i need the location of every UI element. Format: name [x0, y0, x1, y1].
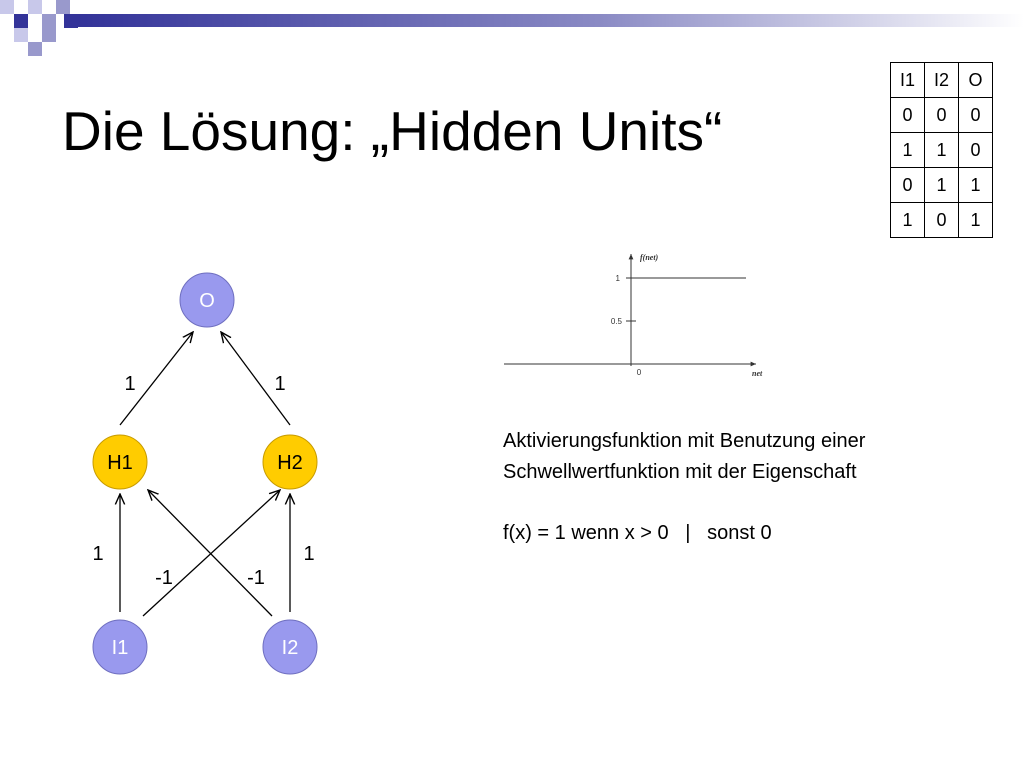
weight-label: 1: [92, 543, 103, 565]
x-axis-label: net: [752, 369, 763, 378]
node-label: H2: [277, 452, 303, 474]
node-label: H1: [107, 452, 133, 474]
node-label: I2: [282, 637, 299, 659]
node-label: I1: [112, 637, 129, 659]
decoration-square: [42, 28, 56, 42]
decoration-square: [28, 0, 42, 14]
description-line: Schwellwertfunktion mit der Eigenschaft: [503, 461, 857, 483]
table-cell: 1: [924, 132, 959, 168]
edge-h1-o: [119, 332, 193, 426]
weight-label: -1: [247, 567, 265, 589]
table-cell: 0: [924, 97, 959, 133]
table-cell: 0: [924, 202, 959, 238]
node-hidden-1: H1: [92, 434, 148, 490]
weight-label: -1: [155, 567, 173, 589]
table-header-cell: O: [958, 62, 993, 98]
y-axis-label: f(net): [640, 253, 659, 262]
decoration-square: [56, 0, 70, 14]
decoration-square: [64, 14, 78, 28]
decoration-square: [14, 28, 28, 42]
weight-label: 1: [303, 543, 314, 565]
table-cell: 1: [890, 132, 925, 168]
formula: f(x) = 1 wenn x > 0 | sonst 0: [503, 522, 772, 544]
table-cell: 0: [958, 132, 993, 168]
table-cell: 1: [890, 202, 925, 238]
table-cell: 1: [958, 167, 993, 203]
table-row: 1 0 1: [890, 202, 993, 238]
decoration-bar: [78, 14, 1024, 27]
table-cell: 0: [890, 97, 925, 133]
decoration-square: [0, 0, 14, 14]
table-cell: 1: [924, 167, 959, 203]
weight-label: 1: [274, 373, 285, 395]
node-input-1: I1: [92, 619, 148, 675]
decoration-square: [28, 42, 42, 56]
node-label: O: [199, 290, 215, 312]
edge-i2-h1: [148, 490, 273, 617]
truth-table: I1 I2 O 0 0 0 1 1 0 0 1 1 1 0 1: [890, 62, 993, 238]
node-output: O: [179, 272, 235, 328]
edge-h2-o: [221, 332, 291, 426]
weight-label: 1: [124, 373, 135, 395]
table-row: 0 0 0: [890, 97, 993, 133]
table-header-row: I1 I2 O: [890, 62, 993, 98]
table-cell: 0: [958, 97, 993, 133]
tick-label: 0: [637, 368, 642, 377]
table-cell: 1: [958, 202, 993, 238]
decoration-square: [14, 14, 28, 28]
tick-label: 0.5: [611, 317, 623, 326]
slide-decoration: [0, 0, 1024, 56]
page-title: Die Lösung: „Hidden Units“: [62, 100, 723, 162]
step-function-plot: f(net) net 1 0.5 0: [504, 253, 763, 378]
table-row: 1 1 0: [890, 132, 993, 168]
node-hidden-2: H2: [262, 434, 318, 490]
description: Aktivierungsfunktion mit Benutzung einer…: [503, 426, 865, 549]
table-header-cell: I1: [890, 62, 925, 98]
table-header-cell: I2: [924, 62, 959, 98]
decoration-square: [42, 14, 56, 28]
table-row: 0 1 1: [890, 167, 993, 203]
tick-label: 1: [616, 274, 621, 283]
edge-i1-h2: [142, 490, 280, 617]
network-diagram: 1 1 1 1 -1 -1 O H1 H2 I1 I2: [92, 272, 318, 675]
description-line: Aktivierungsfunktion mit Benutzung einer: [503, 430, 866, 452]
table-cell: 0: [890, 167, 925, 203]
node-input-2: I2: [262, 619, 318, 675]
